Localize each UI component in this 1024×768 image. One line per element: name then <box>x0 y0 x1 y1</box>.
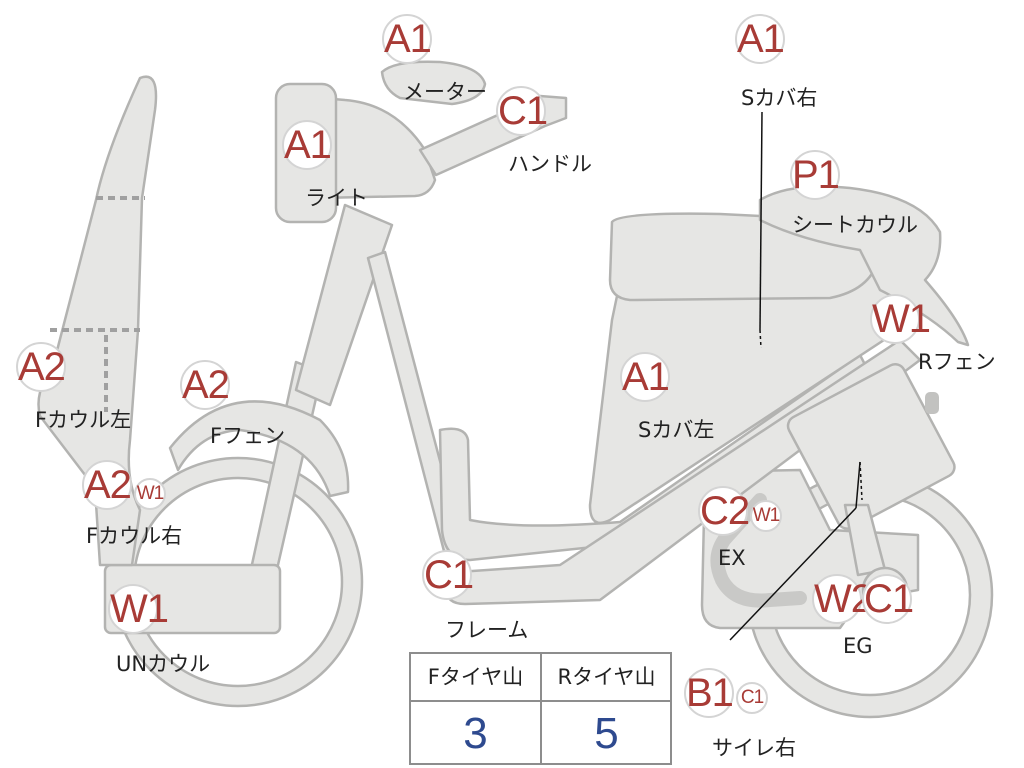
rear-tire-header: Rタイヤ山 <box>557 665 656 689</box>
f-cowl-right-extra-badge: W1 <box>134 478 166 510</box>
f-cowl-left-label: Fカウル左 <box>35 408 132 432</box>
tire-tread-table: Fタイヤ山 Rタイヤ山 3 5 <box>409 652 672 765</box>
light-grade-badge: A1 <box>282 120 332 170</box>
meter-grade-badge: A1 <box>382 14 432 64</box>
s-cover-left-grade-badge: A1 <box>620 352 670 402</box>
s-cover-left-label: Sカバ左 <box>638 418 715 442</box>
f-cowl-right-label: Fカウル右 <box>86 524 183 548</box>
exhaust-grade-badge: C2 <box>698 486 750 536</box>
front-tire-header: Fタイヤ山 <box>427 665 524 689</box>
frame-tube-upper <box>294 203 394 407</box>
f-fender-label: Fフェン <box>210 424 286 448</box>
side-stand-right-label: サイレ右 <box>712 736 796 760</box>
handle-label: ハンドル <box>508 152 592 176</box>
under-cowl-label: UNカウル <box>116 652 211 676</box>
handle-grade-badge: C1 <box>496 86 548 136</box>
exhaust-label: EX <box>718 546 746 570</box>
engine-grade-badge: W2 <box>812 574 873 624</box>
exhaust-pipe <box>710 493 807 608</box>
r-fender-label: Rフェン <box>918 350 996 374</box>
meter-pod <box>380 60 487 106</box>
seat-cowl-grade-badge: P1 <box>790 150 840 200</box>
front-tire-value: 3 <box>463 709 488 758</box>
frame-grade-badge: C1 <box>422 550 474 600</box>
r-fender-grade-badge: W1 <box>870 294 931 344</box>
engine-label: EG <box>843 634 873 658</box>
f-cowl-right-grade-badge: A2 <box>82 460 132 510</box>
engine-extra-badge: C1 <box>862 574 914 624</box>
light-label: ライト <box>305 186 368 210</box>
s-cover-right-grade-badge: A1 <box>735 14 785 64</box>
seat-cowl-label: シートカウル <box>792 213 918 237</box>
f-fender-grade-badge: A2 <box>180 360 230 410</box>
rear-tire-value: 5 <box>594 709 619 758</box>
side-stand-right-grade-badge: B1 <box>684 668 734 718</box>
meter-label: メーター <box>403 80 487 104</box>
side-stand-right-extra-badge: C1 <box>736 682 768 714</box>
front-fender <box>168 400 350 498</box>
muffler <box>786 363 956 530</box>
exhaust-extra-badge: W1 <box>750 500 782 532</box>
table-column-divider <box>540 654 542 765</box>
frame-label: フレーム <box>445 618 529 642</box>
under-cowl-grade-badge: W1 <box>108 584 169 634</box>
f-cowl-left-grade-badge: A2 <box>16 342 66 392</box>
s-cover-right-label: Sカバ右 <box>741 86 818 110</box>
muffler-tip <box>925 392 939 414</box>
